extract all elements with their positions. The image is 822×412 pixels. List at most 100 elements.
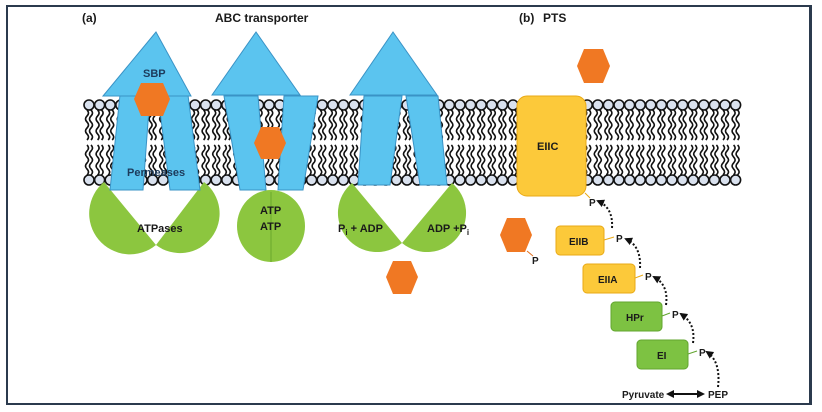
lipid-head: [613, 174, 625, 186]
lipid-tail: [646, 144, 652, 176]
lipid-head: [729, 174, 742, 186]
lipid-tail: [604, 109, 609, 141]
lipid-tail: [222, 109, 228, 141]
eiia-protein: EIIA P: [582, 263, 652, 294]
lipid-tail: [678, 109, 683, 141]
lipid-tail: [657, 144, 662, 176]
lipid-tail: [396, 144, 401, 176]
atpase-left: [337, 183, 402, 253]
lipid-tail: [639, 144, 645, 176]
ei-phosphate: P: [699, 348, 706, 359]
extracellular-sugar-hexagon: [577, 49, 610, 83]
lipid-tail: [512, 109, 518, 141]
lipid-head: [83, 99, 95, 111]
lipid-tail: [95, 109, 100, 141]
lipid-head: [719, 174, 731, 186]
released-substrate-hexagon: [386, 261, 418, 294]
lipid-tail: [158, 144, 164, 176]
atpase-left: [89, 182, 156, 255]
lipid-head: [199, 99, 212, 111]
lipid-tail: [604, 144, 609, 176]
lipid-tail: [99, 109, 104, 141]
lipid-tail: [201, 144, 206, 176]
hpr-label: HPr: [626, 313, 644, 324]
lipid-tail: [671, 144, 677, 176]
lipid-tail: [406, 144, 412, 176]
lipid-tail: [152, 144, 157, 176]
lipid-head: [443, 99, 456, 111]
ei-protein: EI P: [636, 339, 706, 370]
lipid-tail: [459, 144, 465, 176]
lipid-tail: [608, 144, 613, 176]
sugar-phosphate-label: P: [532, 256, 539, 267]
arrow-hpr-to-eiia: [652, 276, 668, 306]
lipid-tail: [688, 109, 694, 141]
atpase-right: [402, 183, 467, 253]
lipid-head: [454, 174, 466, 186]
lipid-tail: [105, 109, 111, 141]
lipid-tail: [317, 144, 323, 176]
abc-transporter-3: Pi + ADP ADP +Pi: [337, 31, 469, 294]
lipid-tail: [498, 144, 503, 176]
lipid-tail: [215, 109, 221, 141]
lipid-tail: [650, 109, 656, 141]
arrow-eiib-to-eiic: [596, 199, 614, 229]
lipid-tail: [317, 109, 323, 141]
lipid-tail: [724, 144, 730, 176]
lipid-tail: [625, 109, 630, 141]
lipid-head: [729, 99, 742, 111]
lipid-tail: [699, 109, 705, 141]
lipid-head: [634, 174, 647, 186]
lipid-head: [687, 174, 700, 186]
lipid-head: [305, 174, 318, 186]
eiic-transporter: EIIC P: [516, 95, 596, 209]
lipid-tail: [597, 109, 603, 141]
substrate-hexagon-1: [134, 83, 170, 116]
lipid-head: [485, 174, 498, 186]
lipid-tail: [735, 144, 740, 176]
lipid-tail: [703, 144, 709, 176]
lipid-tail: [646, 109, 652, 141]
lipid-head: [644, 174, 657, 186]
permease-left: [223, 95, 267, 191]
lipid-tail: [215, 144, 221, 176]
atpase-right: [156, 182, 220, 254]
lipid-head: [390, 174, 403, 186]
lipid-head: [316, 174, 329, 186]
lipid-tail: [699, 144, 705, 176]
lipid-tail: [502, 144, 507, 176]
lipid-tail: [353, 144, 359, 176]
lipid-head: [401, 174, 413, 186]
atp-label-2: ATP: [260, 221, 281, 233]
lipid-head: [464, 99, 477, 111]
lipid-tail: [724, 109, 730, 141]
lipid-head: [221, 174, 233, 186]
lipid-tail: [222, 144, 228, 176]
lipid-tail: [671, 109, 677, 141]
lipid-tail: [88, 109, 94, 141]
eiic-label: EIIC: [537, 141, 558, 153]
lipid-head: [623, 99, 636, 111]
lipid-tail: [226, 144, 232, 176]
lipid-tail: [445, 144, 450, 176]
lipid-head: [326, 174, 339, 186]
eiia-label: EIIA: [598, 275, 617, 286]
lipid-head: [210, 174, 222, 186]
lipid-head: [591, 174, 604, 186]
lipid-tail: [667, 144, 673, 176]
lipid-tail: [476, 144, 482, 176]
panel-b-label: (b): [519, 11, 534, 25]
lipid-head: [634, 99, 647, 111]
eiia-phosphate: P: [645, 272, 652, 283]
lipid-tail: [84, 109, 90, 141]
lipid-tail: [349, 109, 355, 141]
lipid-tail: [731, 109, 736, 141]
lipid-head: [475, 174, 488, 186]
eiic-phosphate: P: [589, 198, 596, 209]
pi-adp-left-label: Pi + ADP: [338, 223, 383, 237]
panel-a-title: ABC transporter: [215, 11, 309, 25]
lipid-tail: [328, 144, 334, 176]
lipid-tail: [402, 144, 408, 176]
eiib-phosphate: P: [616, 234, 623, 245]
